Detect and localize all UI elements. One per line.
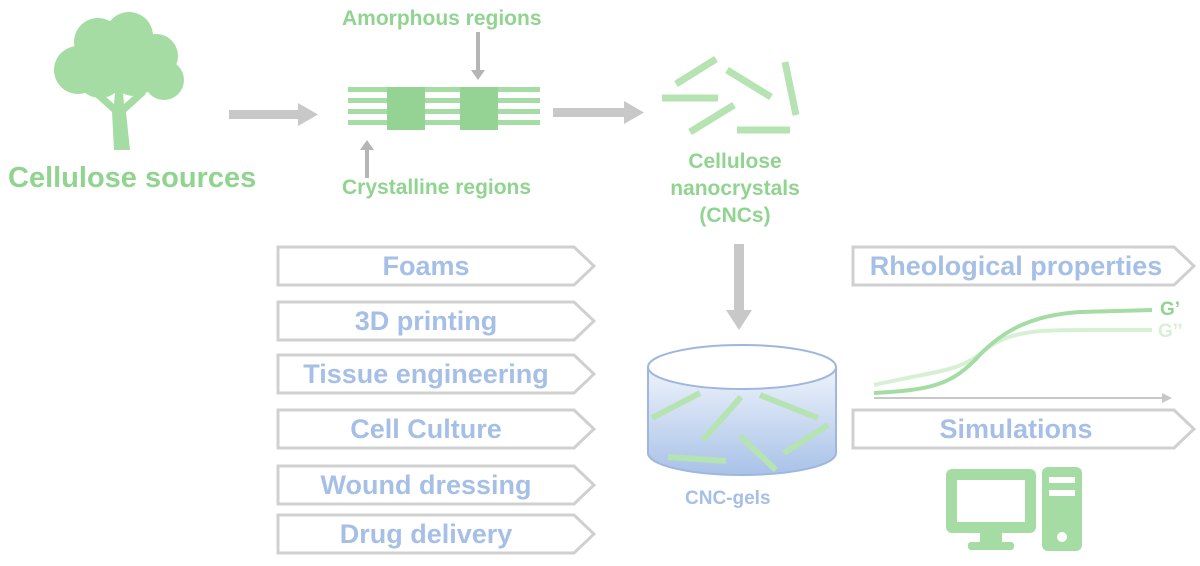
amorphous-pointer-arrow bbox=[471, 32, 485, 80]
application-tag-tissue-engineering: Tissue engineering bbox=[276, 353, 596, 395]
g-double-prime-curve bbox=[873, 328, 1152, 387]
cnc-label-line3: (CNCs) bbox=[699, 204, 771, 227]
cnc-label-line1: Cellulose bbox=[688, 150, 782, 173]
cellulose-sources-title: Cellulose sources bbox=[8, 162, 257, 194]
application-label: 3D printing bbox=[354, 305, 498, 336]
rheological-properties-label: Rheological properties bbox=[869, 250, 1163, 281]
arrow-cncs-to-gel bbox=[726, 244, 752, 330]
crystalline-pointer-arrow bbox=[360, 140, 374, 178]
crystalline-block-1 bbox=[387, 87, 425, 130]
crystalline-regions-label: Crystalline regions bbox=[342, 176, 532, 199]
application-label: Foams bbox=[382, 250, 470, 281]
amorphous-regions-label: Amorphous regions bbox=[342, 7, 542, 30]
cnc-label-line2: nanocrystals bbox=[670, 177, 800, 200]
cnc-label: Cellulose nanocrystals (CNCs) bbox=[650, 148, 820, 229]
application-tag-wound-dressing: Wound dressing bbox=[276, 464, 596, 506]
g-prime-label: G’ bbox=[1160, 299, 1181, 320]
crystalline-block-2 bbox=[460, 87, 498, 130]
application-label: Cell Culture bbox=[350, 413, 502, 444]
application-tag-cell-culture: Cell Culture bbox=[276, 408, 596, 450]
simulations-label: Simulations bbox=[939, 413, 1093, 444]
cellulose-fibril bbox=[348, 87, 540, 130]
rheology-plot bbox=[873, 308, 1172, 403]
arrow-sources-to-fibril bbox=[229, 103, 318, 126]
application-label: Wound dressing bbox=[320, 469, 532, 500]
application-tag-3d-printing: 3D printing bbox=[276, 300, 596, 342]
rheological-properties-tag: Rheological properties bbox=[851, 245, 1196, 287]
arrow-fibril-to-cncs bbox=[553, 101, 644, 124]
cnc-rods bbox=[662, 56, 800, 135]
g-double-prime-label: G’’ bbox=[1158, 321, 1183, 342]
application-tag-foams: Foams bbox=[276, 245, 596, 287]
computer-icon bbox=[946, 467, 1082, 551]
tree-icon bbox=[54, 12, 184, 150]
gel-container bbox=[647, 344, 837, 476]
application-label: Tissue engineering bbox=[303, 358, 549, 389]
simulations-tag: Simulations bbox=[851, 408, 1196, 450]
cnc-gels-label: CNC-gels bbox=[685, 488, 771, 509]
g-prime-curve bbox=[873, 308, 1153, 395]
application-label: Drug delivery bbox=[339, 518, 513, 549]
application-tag-drug-delivery: Drug delivery bbox=[276, 513, 596, 555]
